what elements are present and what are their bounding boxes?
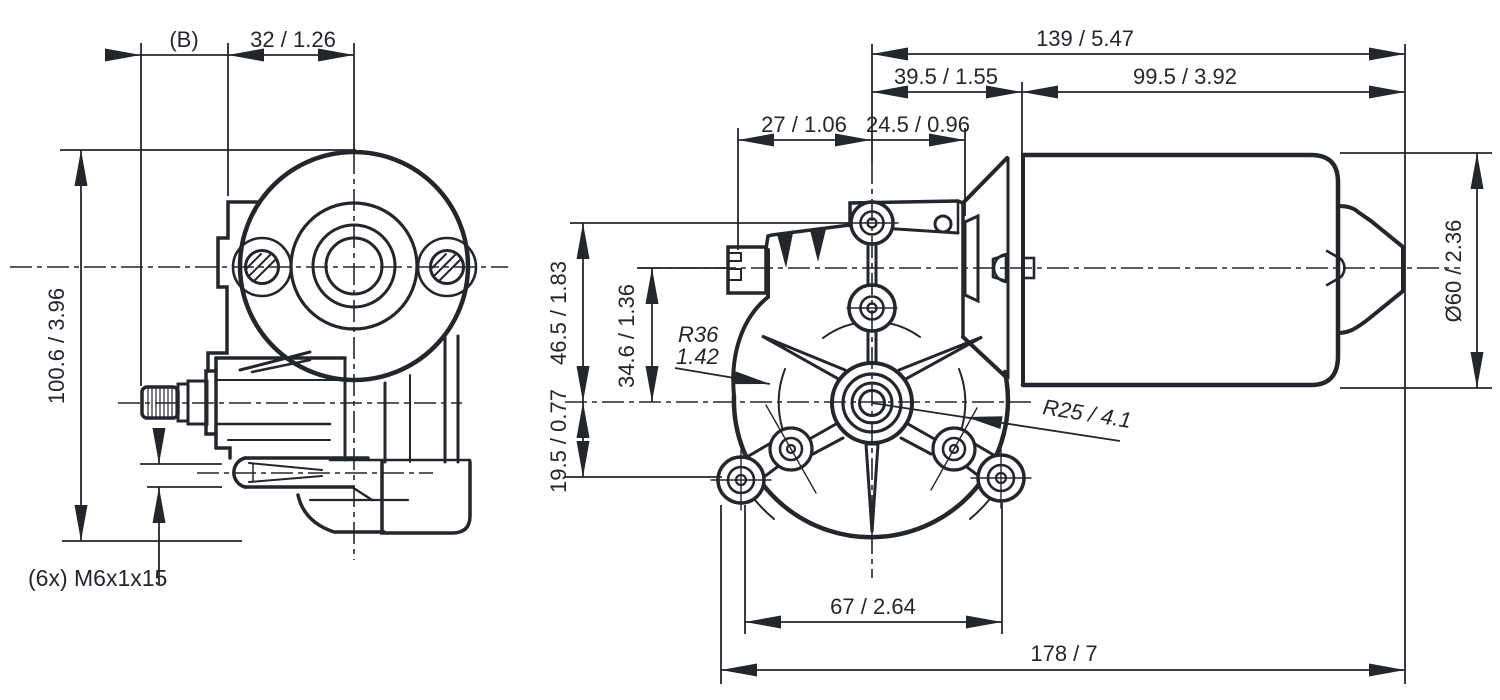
dim-dia60-label: Ø60 / 2.36 <box>1441 220 1466 323</box>
bolt-bosses <box>716 200 1026 505</box>
bracket-tooth <box>810 229 826 262</box>
dimension-lines <box>60 43 1492 684</box>
connector-block <box>726 245 768 295</box>
dim-19-5-label: 19.5 / 0.77 <box>546 389 571 493</box>
motor-end-cap <box>1336 204 1405 335</box>
dimension-arrows <box>74 47 1484 677</box>
lower-bracket <box>296 493 386 534</box>
dim-24-5-label: 24.5 / 0.96 <box>866 112 970 137</box>
dim-100-6-label: 100.6 / 3.96 <box>44 288 69 404</box>
motor-body <box>1020 152 1341 388</box>
flange-cone <box>961 153 1036 387</box>
dimension-labels: (B) 32 / 1.26 139 / 5.47 39.5 / 1.55 99.… <box>28 26 1466 666</box>
front-view <box>710 152 1405 540</box>
dim-99-5-label: 99.5 / 3.92 <box>1133 64 1237 89</box>
dim-46-5-label: 46.5 / 1.83 <box>546 261 571 365</box>
foot-block <box>380 460 472 535</box>
dim-b-ref-label: (B) <box>169 27 198 52</box>
dim-39-5-label: 39.5 / 1.55 <box>894 64 998 89</box>
dim-178-label: 178 / 7 <box>1030 641 1097 666</box>
dim-34-6-label: 34.6 / 1.36 <box>614 284 639 388</box>
callout-screws-label: (6x) M6x1x15 <box>28 565 167 591</box>
callout-r36-line2: 1.42 <box>676 344 719 369</box>
callout-r36-line1: R36 <box>678 322 719 347</box>
bracket-tooth <box>777 233 793 268</box>
mount-bracket-profile <box>206 200 259 373</box>
cover-left-edge <box>731 248 770 398</box>
gearbox-body <box>214 334 472 464</box>
mounting-slot-tab <box>232 456 374 502</box>
callout-r25-label: R25 / 4.1 <box>1041 394 1133 433</box>
dim-139-label: 139 / 5.47 <box>1036 26 1134 51</box>
boss-crosshairs <box>710 222 1032 511</box>
dim-67-label: 67 / 2.64 <box>830 594 916 619</box>
dim-27-label: 27 / 1.06 <box>761 112 847 137</box>
dim-32-label: 32 / 1.26 <box>250 27 336 52</box>
bracket-hole <box>933 214 953 234</box>
side-view <box>140 149 478 535</box>
centerlines <box>10 152 1460 578</box>
